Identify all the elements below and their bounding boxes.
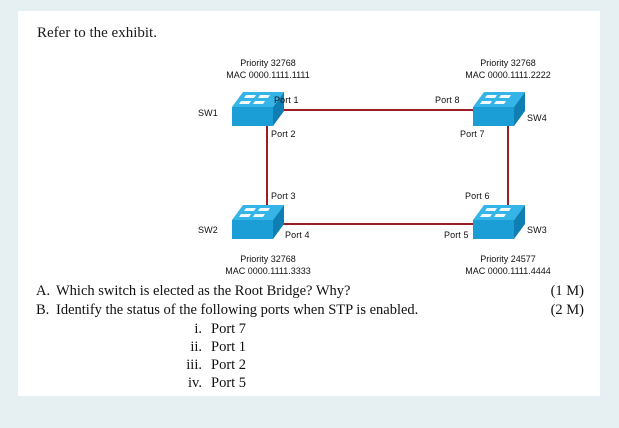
switch-icon-sw2[interactable] (229, 203, 287, 249)
question-b-text: Identify the status of the following por… (56, 302, 419, 318)
question-b-marker: B. (36, 302, 50, 318)
sw2-mac: MAC 0000.1111.3333 (225, 266, 311, 276)
port-label-8: Port 8 (435, 95, 460, 105)
question-b-marks: (2 M) (550, 302, 584, 318)
sub-item-iii: iii. Port 2 (176, 357, 600, 374)
port-label-2: Port 2 (271, 129, 296, 139)
port-label-4: Port 4 (285, 230, 310, 240)
question-row-a: A. Which switch is elected as the Root B… (36, 283, 600, 300)
sub-item-ii-marker: ii. (190, 339, 202, 355)
sub-item-iv: iv. Port 5 (176, 375, 600, 392)
exhibit-card: Refer to the exhibit. Priority 32768 MAC… (18, 11, 600, 396)
sw2-meta: Priority 32768 MAC 0000.1111.3333 (183, 253, 353, 277)
port-label-1: Port 1 (274, 95, 299, 105)
sw4-priority: Priority 32768 (480, 58, 536, 68)
sw3-name: SW3 (527, 225, 547, 235)
sw2-name: SW2 (198, 225, 218, 235)
sw2-priority: Priority 32768 (240, 254, 296, 264)
link-sw4-sw3 (507, 109, 509, 231)
port-label-3: Port 3 (271, 191, 296, 201)
page-title: Refer to the exhibit. (37, 25, 157, 41)
sw4-name: SW4 (527, 113, 547, 123)
sub-item-iv-marker: iv. (188, 375, 202, 391)
port-label-6: Port 6 (465, 191, 490, 201)
sub-item-iii-marker: iii. (186, 357, 202, 373)
port-label-7: Port 7 (460, 129, 485, 139)
switch-icon-sw1[interactable] (229, 90, 287, 136)
sub-item-ii-text: Port 1 (211, 339, 247, 355)
sub-item-iii-text: Port 2 (211, 357, 247, 373)
sw1-meta: Priority 32768 MAC 0000.1111.1111 (183, 57, 353, 81)
sub-item-i-text: Port 7 (211, 321, 247, 337)
sw4-mac: MAC 0000.1111.2222 (465, 70, 551, 80)
port-label-5: Port 5 (444, 230, 469, 240)
network-topology-diagram: Priority 32768 MAC 0000.1111.1111 SW1 (18, 45, 600, 280)
question-row-b: B. Identify the status of the following … (36, 302, 600, 319)
sw1-mac: MAC 0000.1111.1111 (226, 70, 310, 80)
sw3-priority: Priority 24577 (480, 254, 536, 264)
sw3-mac: MAC 0000.1111.4444 (465, 266, 551, 276)
link-sw2-sw3 (280, 223, 498, 225)
question-a-text: Which switch is elected as the Root Brid… (56, 283, 351, 299)
sub-item-i: i. Port 7 (176, 321, 600, 338)
question-a-marker: A. (36, 283, 51, 299)
switch-icon-sw4[interactable] (470, 90, 528, 136)
sub-item-i-marker: i. (194, 321, 202, 337)
question-a-marks: (1 M) (550, 283, 584, 299)
sw1-name: SW1 (198, 108, 218, 118)
sw4-meta: Priority 32768 MAC 0000.1111.2222 (423, 57, 593, 81)
sw3-meta: Priority 24577 MAC 0000.1111.4444 (423, 253, 593, 277)
switch-icon-sw3[interactable] (470, 203, 528, 249)
sub-item-iv-text: Port 5 (211, 375, 247, 391)
link-sw1-sw4 (266, 109, 509, 111)
questions-list: A. Which switch is elected as the Root B… (18, 283, 600, 393)
sw1-priority: Priority 32768 (240, 58, 296, 68)
link-sw1-sw2 (266, 109, 268, 231)
sub-item-ii: ii. Port 1 (176, 339, 600, 356)
